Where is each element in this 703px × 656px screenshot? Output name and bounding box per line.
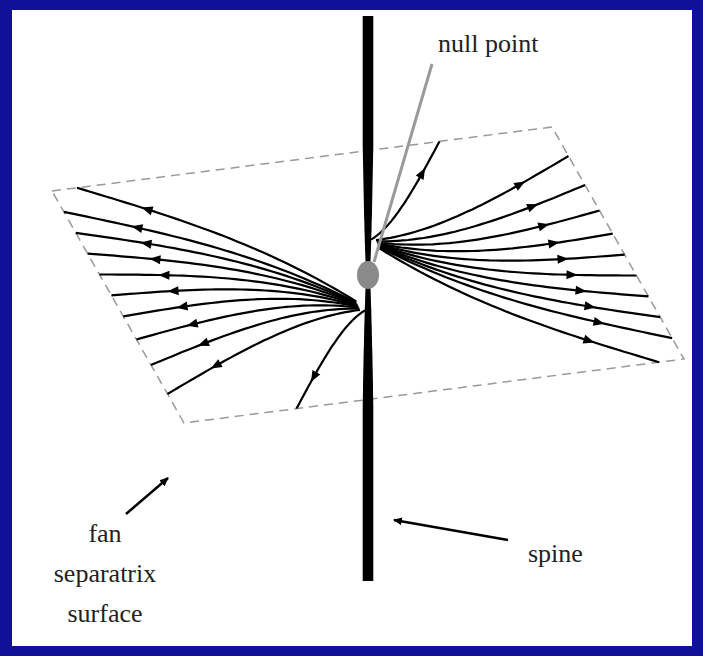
field-arrowhead — [177, 302, 189, 311]
field-arrowhead — [584, 301, 596, 310]
field-arrowhead — [140, 240, 152, 249]
null-point-disc — [357, 261, 379, 289]
field-line — [377, 185, 585, 241]
field-arrowhead — [167, 286, 178, 295]
field-arrowhead — [132, 224, 144, 233]
field-line — [377, 211, 599, 245]
spine-line — [363, 16, 374, 581]
field-arrowhead — [416, 168, 425, 180]
field-arrowhead — [593, 317, 605, 326]
white-panel — [12, 10, 692, 646]
leader-line — [374, 64, 432, 262]
field-arrowhead — [538, 223, 550, 232]
field-arrowhead — [583, 335, 595, 344]
leader-arrow — [126, 478, 168, 514]
field-arrowhead — [526, 204, 538, 212]
field-arrowhead — [513, 181, 525, 190]
field-arrowhead — [198, 338, 210, 346]
field-line — [123, 299, 358, 317]
field-line — [380, 247, 672, 338]
field-arrowhead — [211, 359, 223, 368]
field-line — [64, 212, 356, 303]
spine-label: spine — [528, 534, 648, 574]
field-line — [297, 310, 366, 408]
field-arrowhead — [548, 240, 560, 249]
spine-line — [363, 16, 374, 581]
field-arrowhead — [566, 270, 577, 279]
field-arrowhead — [142, 207, 154, 216]
field-line — [137, 305, 359, 339]
fan-label: fan separatrix surface — [35, 514, 175, 634]
field-line — [380, 247, 661, 318]
field-line — [378, 234, 613, 252]
field-arrowhead — [149, 255, 160, 264]
field-arrowhead — [557, 255, 568, 264]
field-line — [76, 233, 357, 304]
field-arrowhead — [187, 319, 199, 328]
field-arrowhead — [311, 370, 320, 382]
leader-arrow — [394, 520, 508, 540]
field-line — [380, 248, 659, 362]
field-line — [151, 309, 359, 365]
field-line — [77, 188, 356, 302]
null-label: null point — [438, 24, 638, 64]
field-arrowhead — [158, 271, 169, 280]
field-arrowhead — [575, 286, 586, 295]
